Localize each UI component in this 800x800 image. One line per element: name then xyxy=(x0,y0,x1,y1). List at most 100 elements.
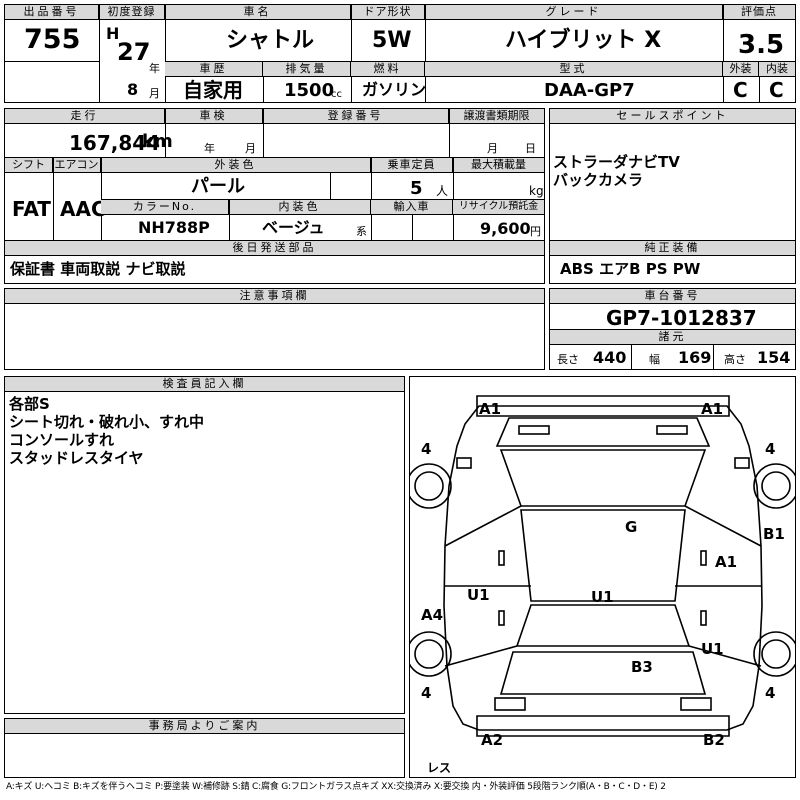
damage-mark: 4 xyxy=(421,440,431,458)
header-interior: 内装 xyxy=(759,62,795,77)
reg-month-unit: 月 xyxy=(149,87,160,100)
sales-point-block xyxy=(549,108,796,284)
capacity-value: 5 xyxy=(410,178,423,199)
header-inspector: 検査員記入欄 xyxy=(5,377,404,392)
sales-point-item: バックカメラ xyxy=(553,171,644,189)
displacement: 1500 xyxy=(284,80,335,101)
header-capacity: 乗車定員 xyxy=(371,158,453,173)
header-genuine-equip: 純正装備 xyxy=(550,241,795,256)
header-reg-no: 登録番号 xyxy=(263,109,449,124)
header-fuel: 燃料 xyxy=(351,62,425,77)
header-specs: 諸元 xyxy=(550,330,795,345)
inspector-notes-list: 各部S シート切れ・破れ小、すれ中 コンソールすれ スタッドレスタイヤ xyxy=(9,395,204,467)
capacity-unit: 人 xyxy=(436,184,449,198)
damage-mark: U1 xyxy=(701,640,724,658)
damage-mark: B3 xyxy=(631,658,653,676)
damage-mark: B1 xyxy=(763,525,785,543)
damage-diagram-panel xyxy=(409,376,796,778)
reg-month: 8 xyxy=(127,80,139,99)
car-name: シャトル xyxy=(226,28,315,53)
shift-type: FAT xyxy=(12,197,51,221)
height-label: 高さ xyxy=(724,353,746,366)
header-shift: シフト xyxy=(5,158,53,173)
header-import: 輸入車 xyxy=(371,200,453,215)
header-history: 車歴 xyxy=(165,62,263,77)
damage-mark: 4 xyxy=(421,684,431,702)
damage-mark: A4 xyxy=(421,606,443,624)
inspector-note: スタッドレスタイヤ xyxy=(9,449,144,467)
damage-mark: U1 xyxy=(467,586,490,604)
inspector-note: コンソールすれ xyxy=(9,431,115,449)
top-block xyxy=(4,4,796,103)
door-type: 5W xyxy=(372,28,412,53)
header-displacement: 排気量 xyxy=(263,62,351,77)
recycle-fee-unit: 円 xyxy=(530,225,541,238)
exterior-grade: C xyxy=(733,78,748,102)
mileage-unit: km xyxy=(142,131,173,152)
length-value: 440 xyxy=(593,348,627,367)
header-notes: 注意事項欄 xyxy=(5,289,544,304)
aircon-type: AAC xyxy=(60,197,106,221)
damage-mark: A2 xyxy=(481,731,503,749)
car-history: 自家用 xyxy=(183,78,243,102)
inspector-note: 各部S xyxy=(9,395,50,413)
legend: A:キズ U:ヘコミ B:キズを伴うヘコミ P:要塗装 W:補修跡 S:錆 C:… xyxy=(6,782,666,792)
length-label: 長さ xyxy=(557,353,579,366)
reg-era: H xyxy=(106,24,120,43)
deadline-month-unit: 月 xyxy=(487,142,498,155)
header-grade: グレード xyxy=(425,5,723,20)
inspection-year-unit: 年 xyxy=(204,142,215,155)
header-car-name: 車名 xyxy=(165,5,351,20)
height-value: 154 xyxy=(757,348,791,367)
inspector-note: シート切れ・破れ小、すれ中 xyxy=(9,413,205,431)
damage-mark: B2 xyxy=(703,731,725,749)
sales-points-list: ストラーダナビTV バックカメラ xyxy=(553,153,680,189)
header-max-load: 最大積載量 xyxy=(453,158,544,173)
interior-color: ベージュ xyxy=(262,218,325,237)
max-load-unit: kg xyxy=(529,184,544,198)
header-int-color: 内装色 xyxy=(229,200,371,215)
header-recycle: リサイクル預託金 xyxy=(453,200,544,215)
header-sales-point: セールスポイント xyxy=(550,109,795,124)
header-door: ドア形状 xyxy=(351,5,425,20)
inspection-month-unit: 月 xyxy=(245,142,256,155)
header-aircon: エアコン xyxy=(53,158,101,173)
inspector-block xyxy=(4,376,405,714)
displacement-unit: cc xyxy=(331,89,342,100)
damage-mark: G xyxy=(625,518,637,536)
header-model: 型式 xyxy=(425,62,723,77)
width-label: 幅 xyxy=(649,353,660,366)
damage-mark: A1 xyxy=(715,553,737,571)
damage-mark: レス xyxy=(427,761,451,775)
header-transfer-deadline: 譲渡書類期限 xyxy=(449,109,544,124)
damage-mark: 4 xyxy=(765,684,775,702)
exterior-color: パール xyxy=(191,176,245,197)
header-first-reg: 初度登録 xyxy=(99,5,165,20)
chassis-number: GP7-1012837 xyxy=(606,306,757,330)
reg-year: 27 xyxy=(117,38,151,66)
damage-mark: A1 xyxy=(479,400,501,418)
score: 3.5 xyxy=(738,30,785,60)
sales-point-item: ストラーダナビTV xyxy=(553,153,680,171)
header-chassis-no: 車台番号 xyxy=(550,289,795,304)
later-parts: 保証書 車両取説 ナビ取説 xyxy=(10,260,186,278)
damage-mark: U1 xyxy=(591,588,614,606)
interior-color-suffix: 系 xyxy=(356,225,367,238)
fuel-type: ガソリン xyxy=(362,80,427,99)
width-value: 169 xyxy=(678,348,712,367)
deadline-day-unit: 日 xyxy=(525,142,536,155)
car-diagram: A1 A1 4 4 B1 G A1 U1 U1 A4 U1 B3 4 4 A2 … xyxy=(409,395,796,775)
grade: ハイブリット X xyxy=(505,28,662,53)
reg-year-unit: 年 xyxy=(149,62,160,75)
lot-number: 755 xyxy=(24,24,81,55)
genuine-equipment: ABS エアB PS PW xyxy=(560,260,701,278)
damage-mark: 4 xyxy=(765,440,775,458)
model-code: DAA-GP7 xyxy=(544,80,635,101)
damage-mark: A1 xyxy=(701,400,723,418)
recycle-fee: 9,600 xyxy=(480,219,531,238)
header-inspection: 車検 xyxy=(165,109,263,124)
header-mileage: 走行 xyxy=(5,109,165,124)
header-color-no: カラーNo. xyxy=(101,200,229,215)
header-score: 評価点 xyxy=(723,5,795,20)
header-lot-no: 出品番号 xyxy=(5,5,99,20)
